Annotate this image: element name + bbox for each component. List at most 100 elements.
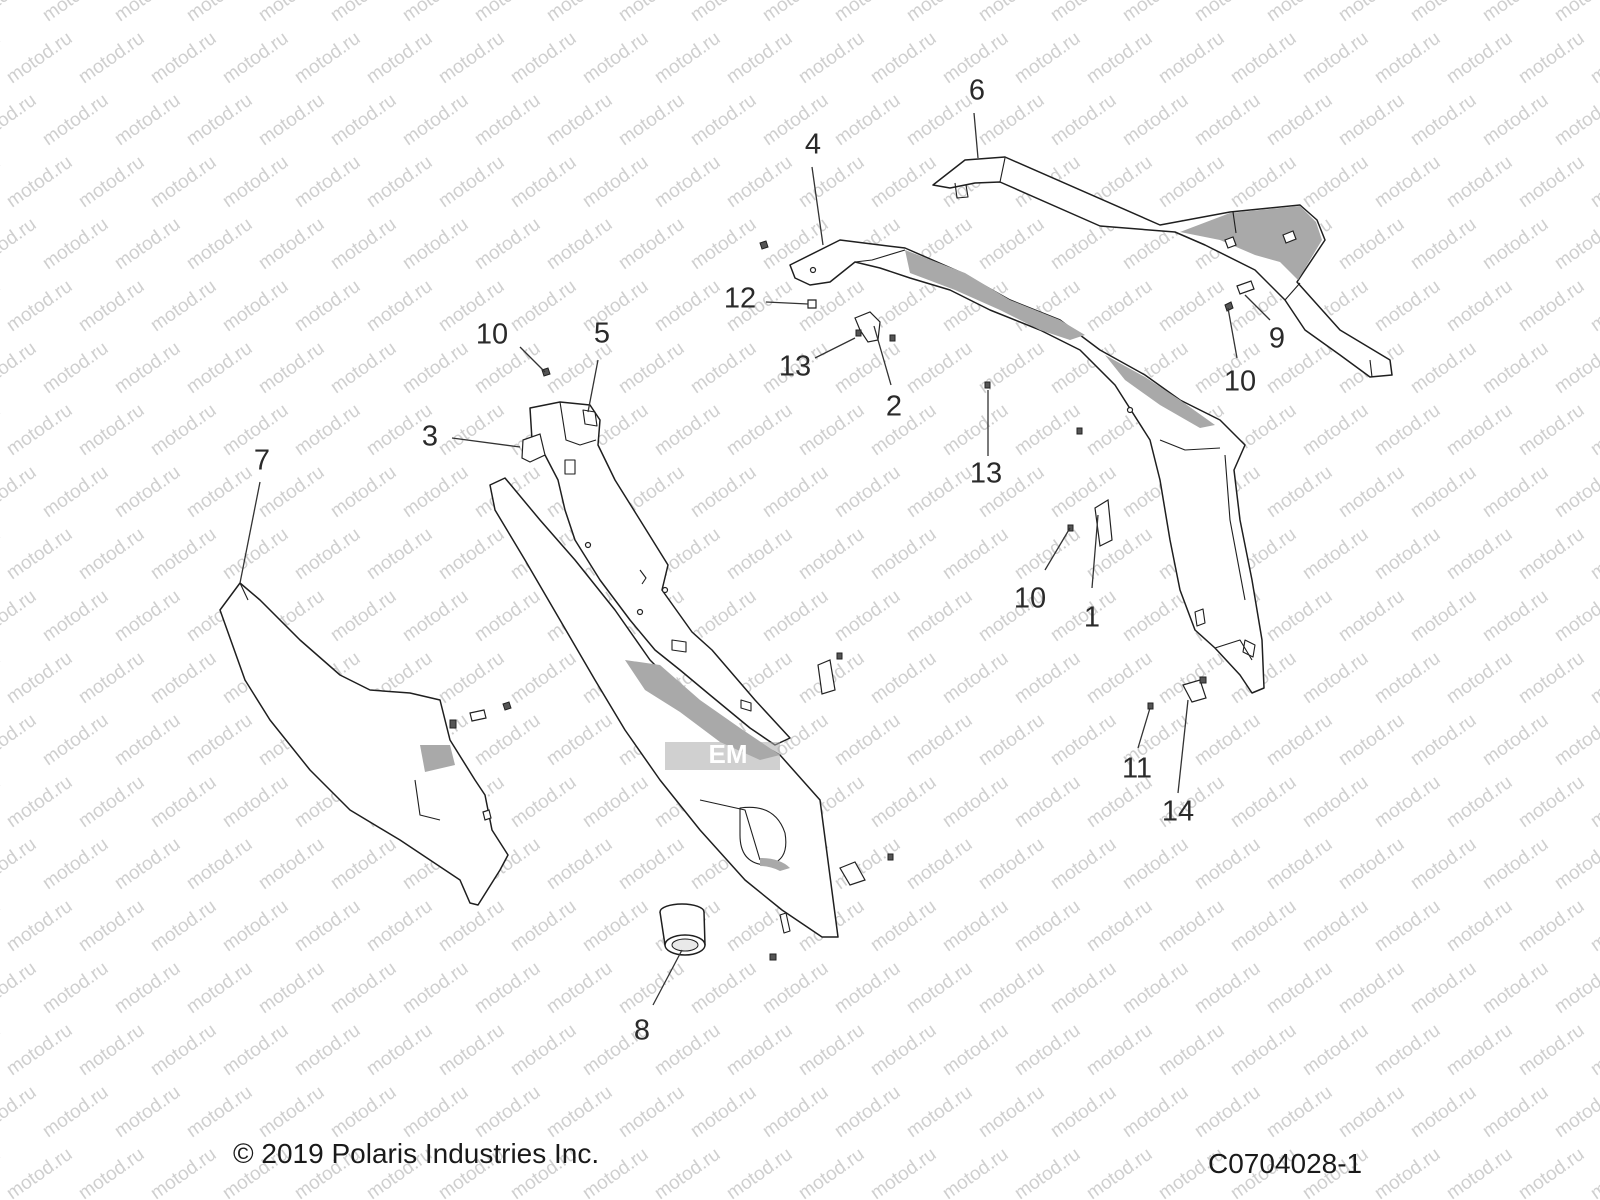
watermark-text: motod.ru: [543, 214, 616, 274]
watermark-text: motod.ru: [507, 276, 580, 336]
watermark-text: motod.ru: [1587, 648, 1600, 708]
watermark-text: motod.ru: [1011, 400, 1084, 460]
watermark-text: motod.ru: [687, 338, 760, 398]
watermark-text: motod.ru: [183, 214, 256, 274]
watermark-text: motod.ru: [0, 28, 4, 88]
watermark-text: motod.ru: [867, 648, 940, 708]
watermark-text: motod.ru: [723, 28, 796, 88]
watermark-text: motod.ru: [1299, 1020, 1372, 1080]
watermark-text: motod.ru: [1551, 462, 1600, 522]
watermark-text: motod.ru: [1407, 462, 1480, 522]
watermark-text: motod.ru: [651, 1020, 724, 1080]
watermark-text: motod.ru: [867, 152, 940, 212]
watermark-text: motod.ru: [1551, 214, 1600, 274]
watermark-text: motod.ru: [1227, 896, 1300, 956]
watermark-text: motod.ru: [1371, 772, 1444, 832]
watermark-text: motod.ru: [939, 648, 1012, 708]
watermark-text: motod.ru: [1587, 28, 1600, 88]
watermark-text: motod.ru: [795, 1020, 868, 1080]
watermark-text: motod.ru: [1083, 896, 1156, 956]
watermark-text: motod.ru: [975, 90, 1048, 150]
watermark-text: motod.ru: [111, 586, 184, 646]
watermark-text: motod.ru: [1119, 1082, 1192, 1142]
watermark-text: motod.ru: [183, 710, 256, 770]
watermark-text: motod.ru: [0, 276, 4, 336]
watermark-text: motod.ru: [867, 400, 940, 460]
watermark-text: motod.ru: [1479, 834, 1552, 894]
watermark-text: motod.ru: [1011, 896, 1084, 956]
watermark-text: motod.ru: [651, 276, 724, 336]
watermark-text: motod.ru: [903, 90, 976, 150]
watermark-text: motod.ru: [1371, 152, 1444, 212]
watermark-text: motod.ru: [111, 834, 184, 894]
watermark-text: motod.ru: [903, 586, 976, 646]
watermark-text: motod.ru: [3, 772, 76, 832]
watermark-text: motod.ru: [1335, 214, 1408, 274]
watermark-text: motod.ru: [75, 28, 148, 88]
watermark-text: motod.ru: [795, 276, 868, 336]
watermark-text: motod.ru: [291, 524, 364, 584]
watermark-text: motod.ru: [0, 896, 4, 956]
watermark-text: motod.ru: [939, 1020, 1012, 1080]
watermark-text: motod.ru: [1335, 462, 1408, 522]
watermark-text: motod.ru: [579, 772, 652, 832]
watermark-text: motod.ru: [1515, 400, 1588, 460]
watermark-text: motod.ru: [471, 586, 544, 646]
part-6-upper-panel: [932, 156, 1393, 378]
watermark-text: motod.ru: [75, 896, 148, 956]
watermark-text: motod.ru: [435, 524, 508, 584]
hardware-group: [449, 240, 1255, 961]
watermark-text: motod.ru: [1479, 462, 1552, 522]
watermark-text: motod.ru: [1407, 586, 1480, 646]
watermark-text: motod.ru: [975, 1082, 1048, 1142]
watermark-text: motod.ru: [831, 1082, 904, 1142]
watermark-text: motod.ru: [579, 276, 652, 336]
watermark-text: motod.ru: [903, 958, 976, 1018]
watermark-text: motod.ru: [795, 400, 868, 460]
watermark-text: motod.ru: [759, 462, 832, 522]
watermark-text: motod.ru: [0, 1020, 4, 1080]
watermark-text: motod.ru: [1263, 834, 1336, 894]
callout-8: 8: [634, 1015, 650, 1047]
watermark-text: motod.ru: [1083, 28, 1156, 88]
watermark-text: motod.ru: [183, 958, 256, 1018]
watermark-text: motod.ru: [39, 90, 112, 150]
watermark-text: motod.ru: [219, 28, 292, 88]
watermark-text: motod.ru: [147, 524, 220, 584]
watermark-text: motod.ru: [867, 772, 940, 832]
watermark-text: motod.ru: [1083, 1020, 1156, 1080]
watermark-text: motod.ru: [3, 28, 76, 88]
watermark-text: motod.ru: [219, 896, 292, 956]
watermark-text: motod.ru: [471, 90, 544, 150]
watermark-text: motod.ru: [1335, 0, 1408, 26]
watermark-text: motod.ru: [147, 648, 220, 708]
watermark-text: motod.ru: [255, 1082, 328, 1142]
watermark-text: motod.ru: [39, 338, 112, 398]
watermark-text: motod.ru: [291, 152, 364, 212]
leader-lines: [239, 112, 1271, 1006]
watermark-text: motod.ru: [579, 896, 652, 956]
callout-10b: 10: [1224, 366, 1256, 398]
watermark-text: motod.ru: [1083, 276, 1156, 336]
watermark-text: motod.ru: [687, 958, 760, 1018]
watermark-text: motod.ru: [975, 958, 1048, 1018]
watermark-text: motod.ru: [399, 958, 472, 1018]
watermark-text: motod.ru: [939, 524, 1012, 584]
watermark-text: motod.ru: [1299, 400, 1372, 460]
watermark-text: motod.ru: [3, 1144, 76, 1200]
watermark-text: motod.ru: [831, 958, 904, 1018]
watermark-text: motod.ru: [219, 772, 292, 832]
watermark-text: motod.ru: [507, 772, 580, 832]
watermark-text: motod.ru: [1443, 1144, 1516, 1200]
watermark-text: motod.ru: [183, 462, 256, 522]
watermark-text: motod.ru: [399, 0, 472, 26]
watermark-text: motod.ru: [0, 152, 4, 212]
watermark-text: motod.ru: [183, 338, 256, 398]
watermark-text: motod.ru: [723, 1144, 796, 1200]
watermark-text: motod.ru: [1371, 524, 1444, 584]
watermark-text: motod.ru: [831, 0, 904, 26]
watermark-text: motod.ru: [1587, 772, 1600, 832]
watermark-text: motod.ru: [1011, 524, 1084, 584]
watermark-text: motod.ru: [651, 1144, 724, 1200]
watermark-text: motod.ru: [327, 338, 400, 398]
